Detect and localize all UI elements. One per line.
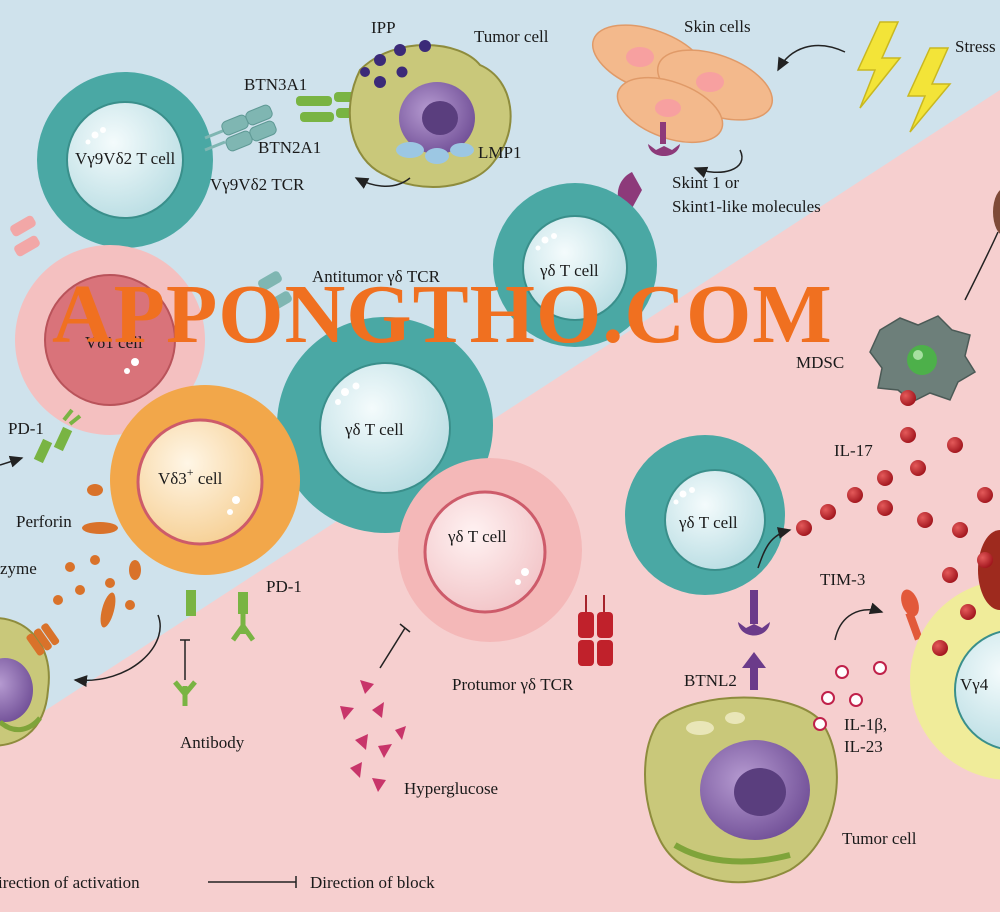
btnl2-molecule [738,590,770,690]
stress-label: Stress [955,37,996,56]
mdsc-label: MDSC [796,353,844,372]
skint-arrow [693,149,743,179]
vd3-cell-name: Vδ3 [158,469,187,488]
pd1-mid-receptors [173,590,256,706]
pd1-mid-label: PD-1 [266,577,302,596]
tumor-cell-bottom [644,696,838,884]
pd1-left-label: PD-1 [8,419,44,438]
tim3-receptor [901,589,923,641]
tumor-cell-left [0,617,60,747]
gd-tcell-right-label: γδ T cell [678,513,738,532]
vd3-cell-superscript: + [187,465,194,479]
gd-t-cell-skin: γδ T cell [493,183,657,347]
watermark-text: APPONGTHO.COM [52,268,833,361]
protumor-tcr-receptor [578,595,613,666]
il1b-label: IL-1β, [844,715,887,734]
tim3-label: TIM-3 [820,570,865,589]
perforin-label: Perforin [16,512,72,531]
partial-cell-top-right [993,190,1000,234]
skin-cells-label: Skin cells [684,17,751,36]
gd-tcell-center-label: γδ T cell [344,420,404,439]
vd3-cell: Vδ3+ cell [110,385,300,575]
vd3-cell-suffix: cell [194,469,223,488]
vd1-cell: Vδ1 cell [15,245,205,435]
vd1-receptor [10,215,40,257]
tumor-cell-top-label: Tumor cell [474,27,549,46]
il17-label: IL-17 [834,441,873,460]
btn2a1-label: BTN2A1 [258,138,321,157]
legend-activation-label: irection of activation [0,873,140,892]
perforin-granules [53,484,141,628]
gd-tcell-pink-label: γδ T cell [447,527,507,546]
vg4-label: Vγ4 [960,675,989,694]
tumor-cell-bottom-label: Tumor cell [842,829,917,848]
tim3-arrow [834,602,884,641]
legend: irection of activation Direction of bloc… [0,873,435,892]
il17-dots [796,390,993,656]
gd-t-cell-right: γδ T cell [625,435,785,595]
btn3a1-label: BTN3A1 [244,75,307,94]
vg4-cell: Vγ4 [910,580,1000,780]
tumor-cell-top [348,40,512,188]
perforin-arrow [73,614,161,688]
vg9vd2-t-cell: Vγ9Vδ2 T cell [37,72,213,248]
vg9vd2-cell-label: Vγ9Vδ2 T cell [75,149,175,168]
pd1-left-arrow [0,455,24,468]
il1b-il23-dots [813,661,887,731]
gd-tcell-skin-label: γδ T cell [539,261,599,280]
il17-arrow [757,527,792,569]
lmp1-label: LMP1 [478,143,521,162]
ipp-label: IPP [371,18,396,37]
partial-cell-right [978,530,1000,610]
hyperglucose-block-line [379,627,406,669]
granzyme-label: zyme [0,559,37,578]
hyperglucose-label: Hyperglucose [404,779,498,798]
vg9vd2-tcr-label: Vγ9Vδ2 TCR [210,175,305,194]
vd3-cell-label: Vδ3+ cell [158,465,223,488]
mdsc-cell [869,315,977,403]
vd1-cell-label: Vδ1 cell [85,333,143,352]
hyperglucose-block-bar [399,623,411,633]
pd1-left-receptor [33,408,82,464]
mdsc-arrow [964,231,999,301]
antitumor-tcr-receptor [258,271,292,311]
stress-bolt-icon [856,21,952,133]
protumor-tcr-label: Protumor γδ TCR [452,675,574,694]
il23-label: IL-23 [844,737,883,756]
activation-arrow-top [354,177,411,189]
btnl2-label: BTNL2 [684,671,737,690]
legend-block-label: Direction of block [310,873,435,892]
skin-cells [591,24,774,144]
antibody-label: Antibody [180,733,245,752]
stress-arrow [777,44,846,72]
vg9vd2-tcr-receptor [204,104,277,152]
antitumor-tcr-label: Antitumor γδ TCR [312,267,441,286]
gd-t-cell-pink: γδ T cell [398,458,582,642]
skint-label-line2: Skint1-like molecules [672,197,821,216]
skint-label-line1: Skint 1 or [672,173,739,192]
hyperglucose-triangles [340,680,406,792]
